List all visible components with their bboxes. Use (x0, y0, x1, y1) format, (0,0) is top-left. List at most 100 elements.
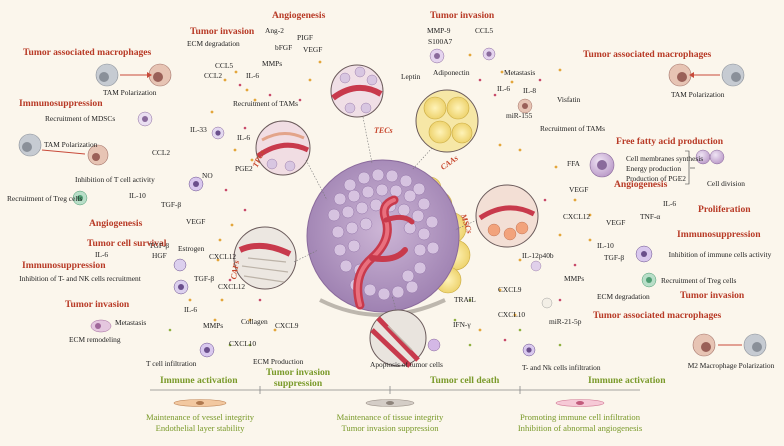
label-bfgf: bFGF (275, 43, 293, 52)
label-vegf-right-2: VEGF (606, 218, 626, 227)
label-inhibition-tnk: Inhibition of T- and NK cells recruitmen… (19, 274, 141, 283)
label-tam-polarization-2: TAM Polarization (44, 140, 98, 149)
label-il6-right-bottom: IL-6 (663, 199, 677, 208)
label-mir21: miR-21-5p (549, 317, 582, 326)
note-endothelial-stability: Endothelial layer stability (155, 423, 245, 433)
label-recruitment-of-tams: Recruitment of TAMs (233, 99, 298, 108)
label-inhibition-t-cell: Inhibition of T cell activity (75, 175, 155, 184)
label-cxcl12-right: CXCL12 (563, 212, 591, 221)
heading-tam-right-bottom: Tumor associated macrophages (593, 310, 722, 321)
label-metastasis-left: Metastasis (115, 318, 147, 327)
label-il10-right: IL-10 (597, 241, 614, 250)
immune-cell-icons (72, 47, 725, 358)
label-cxcl9-right: CXCL9 (498, 285, 522, 294)
label-mmp9: MMP-9 (427, 26, 451, 35)
label-ccl2-immuno: CCL2 (152, 148, 171, 157)
label-hgf: HGF (152, 251, 167, 260)
macrophage-icon (692, 333, 767, 357)
heading-tumor-invasion: Tumor invasion (190, 26, 255, 37)
caf-zoom-circle (233, 226, 297, 290)
label-tnfa: TNF-α (640, 212, 661, 221)
label-leptin: Leptin (401, 72, 421, 81)
label-ecm-degradation: ECM degradation (187, 39, 240, 48)
heading-angiogenesis-right: Angiogenesis (614, 179, 668, 190)
label-ffa: FFA (567, 159, 581, 168)
label-il8: IL-8 (523, 86, 537, 95)
heading-tumor-cell-survival: Tumor cell survival (87, 238, 167, 249)
callout-connectors (293, 116, 478, 311)
macrophage-icon (95, 63, 172, 87)
heading-tumor-associated-macrophages: Tumor associated macrophages (23, 47, 152, 58)
label-cxcl12: CXCL12 (209, 252, 237, 261)
label-ecm-degradation-right: ECM degradation (597, 292, 650, 301)
label-estrogen: Estrogen (178, 244, 205, 253)
heading-tam-right: Tumor associated macrophages (583, 49, 712, 60)
label-ccl2: CCL2 (204, 71, 223, 80)
label-il6-survival: IL-6 (95, 250, 109, 259)
label-ccl5-right: CCL5 (475, 26, 494, 35)
heading-tumor-cell-death: Tumor cell death (430, 375, 500, 386)
note-invasion-suppression: Tumor invasion suppression (341, 423, 439, 433)
heading-immune-activation-right: Immune activation (588, 375, 666, 386)
label-mir155: miR-155 (506, 111, 533, 120)
label-cell-division: Cell division (707, 179, 745, 188)
caa-zoom-circle (415, 89, 479, 153)
note-vessel-integrity: Maintenance of vessel integrity (145, 412, 255, 422)
label-apoptosis: Apoptosis of tumor cells (370, 360, 443, 369)
heading-immunosuppression-right: Immunosuppression (677, 229, 761, 240)
heading-angiogenesis: Angiogenesis (272, 10, 326, 21)
label-recruitment-treg-right: Recruitment of Treg cells (661, 276, 737, 285)
label-t-cell-infiltration: T cell infiltration (146, 359, 197, 368)
label-m2-polarization: M2 Macrophage Polarization (687, 361, 775, 370)
label-recruitment-of-mdscs: Recruitment of MDSCs (45, 114, 116, 123)
heading-immunosuppression-left: Immunosuppression (22, 260, 106, 271)
tumor-mass (306, 159, 460, 317)
label-tgfb-immuno-left: TGF-β (194, 274, 215, 283)
label-il6-right: IL-6 (497, 84, 511, 93)
label-ecm-remodeling: ECM remodeling (69, 335, 121, 344)
label-tgfb: TGF-β (161, 200, 182, 209)
label-ccl5: CCL5 (215, 61, 234, 70)
label-tam-polarization-right: TAM Polarization (671, 90, 725, 99)
tpc-zoom-circle (255, 120, 311, 176)
label-metastasis-right: Metastasis (504, 68, 536, 77)
heading-immunosuppression: Immunosuppression (19, 98, 103, 109)
label-il12p40b: IL-12p40b (522, 251, 554, 260)
stroma-zoom-circle (369, 309, 427, 368)
label-vegf-left: VEGF (186, 217, 206, 226)
label-tam-polarization: TAM Polarization (103, 88, 157, 97)
signal-dots (168, 53, 592, 347)
heading-immune-activation-left: Immune activation (160, 375, 238, 386)
label-il33: IL-33 (190, 125, 207, 134)
label-mmps-left: MMPs (203, 321, 224, 330)
label-no: NO (202, 171, 213, 180)
label-tecs: TECs (374, 126, 393, 135)
label-recruitment-treg: Recruitment of Treg cells (7, 194, 83, 203)
label-adiponectin: Adiponectin (433, 68, 470, 77)
label-cxcl9-left: CXCL9 (275, 321, 299, 330)
note-immune-infiltration: Promoting immune cell infiltration (519, 412, 641, 422)
label-vegf-right-1: VEGF (569, 185, 589, 194)
label-inhibition-immune-cells: Inhibition of immune cells activity (668, 250, 772, 259)
msc-zoom-circle (475, 184, 539, 248)
heading-tumor-invasion-suppression: Tumor invasion suppression (265, 367, 331, 389)
label-ecm-production: ECM Production (253, 357, 304, 366)
label-collagen: Collagen (241, 317, 268, 326)
label-tgfb-survival: TGF-β (149, 241, 170, 250)
label-ang2: Ang-2 (265, 26, 284, 35)
note-abnormal-angiogenesis: Inhibition of abnormal angiogenesis (517, 423, 643, 433)
label-il10: IL-10 (129, 191, 146, 200)
label-cxcl10-right: CXCL10 (498, 310, 526, 319)
label-il6: IL-6 (246, 71, 260, 80)
label-il6-immuno: IL-6 (237, 133, 251, 142)
heading-angiogenesis-left: Angiogenesis (89, 218, 143, 229)
heading-free-fatty-acid: Free fatty acid production (616, 136, 724, 147)
label-pigf: PIGF (297, 33, 314, 42)
label-vegf: VEGF (303, 45, 323, 54)
macrophage-icon (18, 133, 109, 166)
note-tissue-integrity: Maintenance of tissue integrity (336, 412, 444, 422)
label-mmps: MMPs (262, 59, 283, 68)
label-tgfb-right: TGF-β (604, 253, 625, 262)
heading-proliferation: Proliferation (698, 204, 751, 215)
